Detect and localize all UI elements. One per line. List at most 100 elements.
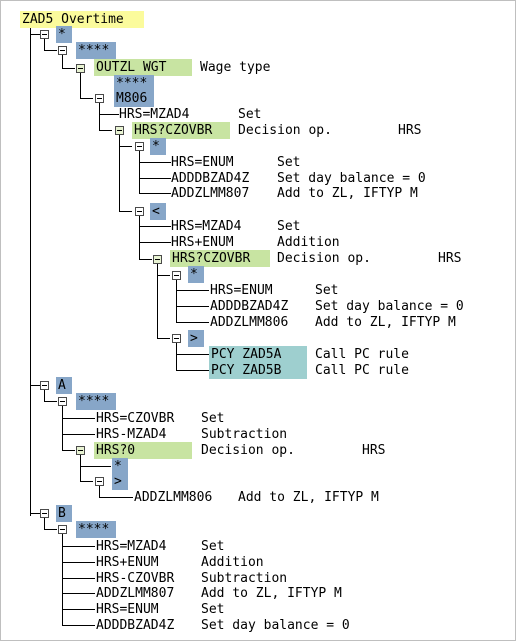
tree-connector xyxy=(176,343,177,371)
tree-connector xyxy=(176,280,177,323)
collapse-toggle[interactable] xyxy=(58,525,67,534)
tree-connector xyxy=(157,264,158,339)
collapse-toggle[interactable] xyxy=(135,207,144,216)
node-greater-than[interactable]: > xyxy=(112,473,128,490)
operation-code[interactable]: ADDZLMM806 xyxy=(134,490,213,505)
node-star[interactable]: * xyxy=(56,26,72,43)
node-branch-b[interactable]: B xyxy=(56,505,72,522)
tree-connector xyxy=(80,455,81,482)
collapse-toggle[interactable] xyxy=(40,509,49,518)
operation-code[interactable]: HRS-MZAD4 xyxy=(96,427,167,442)
operation-code[interactable]: ADDDBZAD4Z xyxy=(171,171,250,186)
operation-code[interactable]: HRS=MZAD4 xyxy=(119,107,190,122)
tree-connector xyxy=(99,497,133,498)
collapse-toggle[interactable] xyxy=(95,477,104,486)
tree-connector xyxy=(176,322,209,323)
tree-connector xyxy=(30,385,40,386)
node-branch-a[interactable]: A xyxy=(56,377,72,394)
collapse-toggle[interactable] xyxy=(76,446,85,455)
operation-code[interactable]: HRS+ENUM xyxy=(171,235,234,250)
tree-connector xyxy=(30,34,40,35)
operation-description: Call PC rule xyxy=(315,347,409,362)
node-greater-than[interactable]: > xyxy=(188,330,204,347)
collapse-toggle[interactable] xyxy=(95,94,104,103)
tree-connector xyxy=(80,466,111,467)
tree-connector xyxy=(62,418,95,419)
collapse-toggle[interactable] xyxy=(76,64,85,73)
tree-connector xyxy=(139,193,171,194)
node-any-subtype[interactable]: **** xyxy=(76,521,116,538)
operation-description: Wage type xyxy=(200,60,271,75)
operation-code[interactable]: ADDDBZAD4Z xyxy=(96,618,175,633)
tree-connector xyxy=(44,50,57,51)
collapse-toggle[interactable] xyxy=(153,255,162,264)
operation-code[interactable]: HRS=MZAD4 xyxy=(171,219,242,234)
collapse-toggle[interactable] xyxy=(172,271,181,280)
operation-code[interactable]: HRS-CZOVBR xyxy=(96,571,175,586)
operation-code[interactable]: OUTZL WGT xyxy=(94,59,192,76)
collapse-toggle[interactable] xyxy=(40,30,49,39)
root-node[interactable]: ZAD5 Overtime xyxy=(20,11,144,28)
tree-connector xyxy=(139,259,152,260)
collapse-toggle[interactable] xyxy=(115,126,124,135)
tree-connector xyxy=(62,68,75,69)
operation-code[interactable]: HRS+ENUM xyxy=(96,555,159,570)
tree-connector xyxy=(99,130,112,131)
operation-description: Add to ZL, IFTYP M xyxy=(315,315,456,330)
tree-connector xyxy=(80,73,81,98)
root-code: ZAD5 xyxy=(22,12,54,27)
tree-connector xyxy=(119,146,132,147)
node-star[interactable]: * xyxy=(112,458,128,475)
node-star[interactable]: * xyxy=(150,138,166,155)
node-any-subtype[interactable]: **** xyxy=(76,42,116,59)
operation-code[interactable]: HRS=MZAD4 xyxy=(96,539,167,554)
operation-argument: HRS xyxy=(398,123,422,138)
collapse-toggle[interactable] xyxy=(172,334,181,343)
operation-description: Set xyxy=(315,283,339,298)
operation-description: Set xyxy=(201,602,225,617)
tree-connector xyxy=(30,27,31,516)
tree-connector xyxy=(139,216,140,260)
operation-description: Set day balance = 0 xyxy=(277,171,426,186)
operation-description: Decision op. xyxy=(277,251,371,266)
tree-connector xyxy=(176,370,209,371)
node-any-subtype[interactable]: **** xyxy=(114,75,154,92)
operation-code[interactable]: HRS=ENUM xyxy=(96,602,159,617)
operation-code[interactable]: HRS=CZOVBR xyxy=(96,411,175,426)
tree-connector xyxy=(176,354,209,355)
operation-description: Set xyxy=(277,155,301,170)
collapse-toggle[interactable] xyxy=(58,46,67,55)
node-any-subtype[interactable]: **** xyxy=(76,393,116,410)
node-star[interactable]: * xyxy=(188,266,204,283)
node-less-than[interactable]: < xyxy=(150,203,166,220)
operation-description: Add to ZL, IFTYP M xyxy=(201,586,342,601)
operation-code[interactable]: HRS?CZOVBR xyxy=(170,250,270,267)
operation-code[interactable]: ADDDBZAD4Z xyxy=(210,299,289,314)
collapse-toggle[interactable] xyxy=(58,397,67,406)
operation-description: Subtraction xyxy=(201,427,288,442)
tree-connector xyxy=(157,338,170,339)
rule-call-code[interactable]: PCY ZAD5B xyxy=(209,362,307,379)
operation-code[interactable]: HRS=ENUM xyxy=(171,155,234,170)
operation-code[interactable]: HRS?0 xyxy=(94,442,192,459)
collapse-toggle[interactable] xyxy=(135,142,144,151)
operation-description: Set day balance = 0 xyxy=(315,299,464,314)
operation-code[interactable]: ADDZLMM807 xyxy=(96,586,175,601)
operation-description: Decision op. xyxy=(238,123,332,138)
tree-connector xyxy=(62,546,95,547)
collapse-toggle[interactable] xyxy=(40,381,49,390)
operation-description: Addition xyxy=(277,235,340,250)
tree-connector xyxy=(139,151,140,194)
operation-code[interactable]: ADDZLMM807 xyxy=(171,186,250,201)
tree-connector xyxy=(62,434,95,435)
operation-description: Set day balance = 0 xyxy=(201,618,350,633)
operation-description: Add to ZL, IFTYP M xyxy=(238,490,379,505)
operation-code[interactable]: HRS=ENUM xyxy=(210,283,273,298)
tree-connector xyxy=(80,481,93,482)
operation-code[interactable]: ADDZLMM806 xyxy=(210,315,289,330)
node-wage-type[interactable]: M806 xyxy=(114,90,154,107)
rule-call-code[interactable]: PCY ZAD5A xyxy=(209,346,307,363)
tree-connector xyxy=(119,135,120,212)
operation-code[interactable]: HRS?CZOVBR xyxy=(132,122,230,139)
operation-description: Add to ZL, IFTYP M xyxy=(277,186,418,201)
